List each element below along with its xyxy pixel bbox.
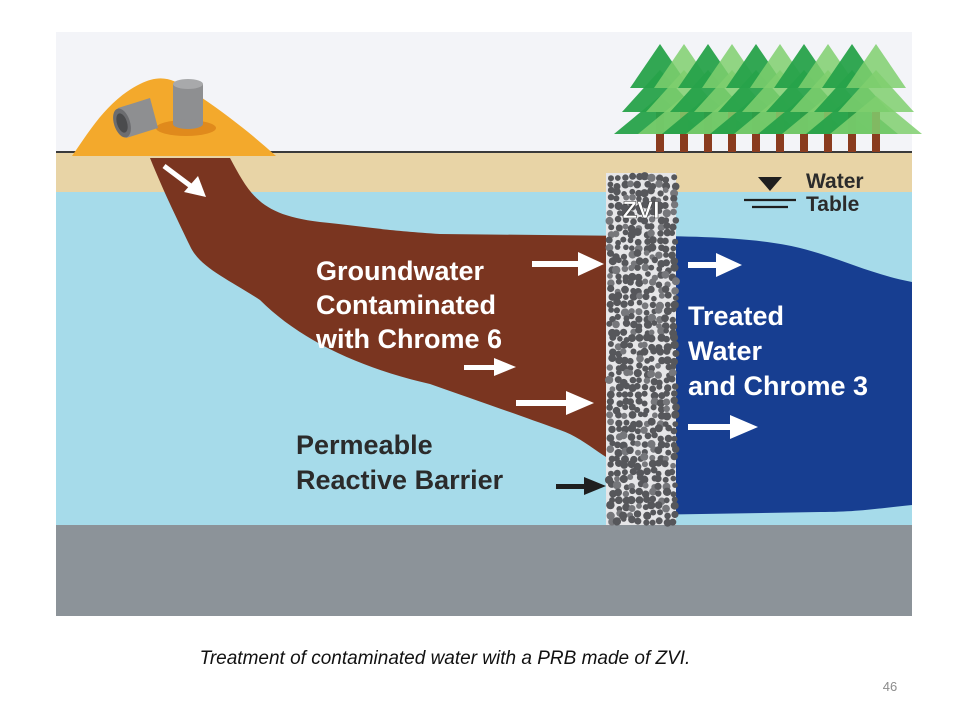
zvi-label: ZVI [622,197,659,224]
treated-water-label: Treated [688,301,784,331]
treated-water-label: Water [688,336,763,366]
barrier-label: Reactive Barrier [296,465,504,495]
barrier-label: Permeable [296,430,433,460]
forest [614,44,922,152]
contaminated-water-label: Groundwater [316,256,485,286]
pipe-icon [113,98,158,138]
water-table-label: Water [806,170,864,193]
slide-number: 46 [882,679,898,694]
permeable-reactive-barrier [604,172,680,527]
arrow-icon [162,164,206,197]
water-table-label: Table [806,193,859,216]
flow-arrow [532,252,604,276]
flow-arrow [688,253,742,277]
flow-arrow [464,358,516,376]
contaminated-water-plume [150,158,640,470]
flow-arrow [516,391,594,415]
barrier-pointer-arrow [556,477,606,495]
bedrock-layer [56,525,912,616]
treated-water-plume [640,236,912,515]
treated-water-label: and Chrome 3 [688,371,868,401]
figure-caption: Treatment of contaminated water with a P… [199,648,691,669]
water-table-icon [744,177,796,209]
barrel-icon [173,79,203,129]
tree-icon [830,44,922,152]
contaminated-water-label: Contaminated [316,290,496,320]
flow-arrow [688,415,758,439]
contaminated-water-label: with Chrome 6 [315,324,502,354]
